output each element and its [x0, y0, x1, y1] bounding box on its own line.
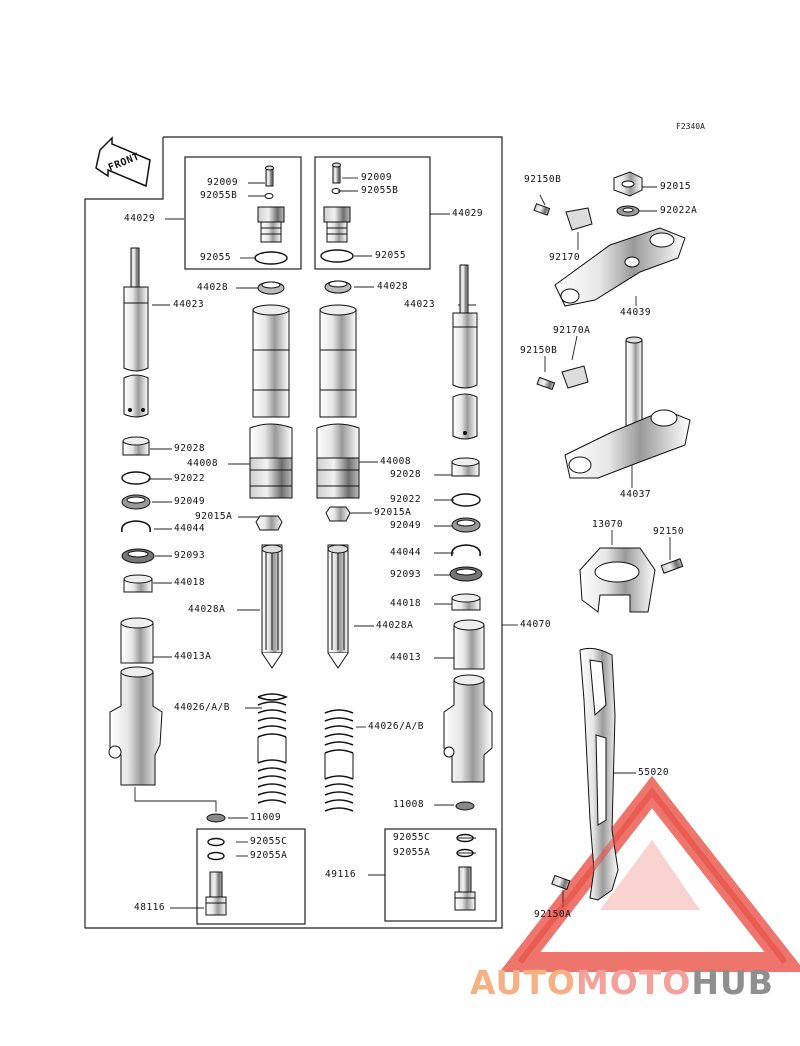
valve-right [454, 801, 476, 911]
label-92049-right: 92049 [390, 520, 422, 531]
label-44029-right: 44029 [452, 208, 484, 219]
label-92049-left: 92049 [174, 496, 206, 507]
seal-stack-right [449, 457, 483, 611]
seal-stack-left [120, 436, 155, 593]
damper-column-right [316, 280, 360, 669]
label-92015a-right: 92015A [374, 507, 412, 518]
label-92028-left: 92028 [174, 443, 206, 454]
label-92170-top: 92170 [549, 252, 581, 263]
main-frame [84, 136, 503, 929]
label-92150b-mid: 92150B [520, 345, 558, 356]
label-92028-right: 92028 [390, 469, 422, 480]
watermark-triangle-front [517, 787, 788, 964]
label-55020: 55020 [638, 767, 670, 778]
label-44044-right: 44044 [390, 547, 422, 558]
label-44037: 44037 [620, 489, 652, 500]
label-92150-clamp: 92150 [653, 526, 685, 537]
outer-slider-right [443, 619, 493, 783]
label-44018-right: 44018 [390, 598, 422, 609]
label-92093-left: 92093 [174, 550, 206, 561]
label-92009-left: 92009 [207, 177, 239, 188]
label-44023-right: 44023 [404, 299, 436, 310]
label-92055c-left: 92055C [250, 836, 288, 847]
top-clamp-assembly [533, 171, 686, 307]
label-92055c-right: 92055C [393, 832, 431, 843]
label-92055-right: 92055 [375, 250, 407, 261]
watermark-part-3: HUB [691, 963, 774, 1002]
label-48116: 48116 [134, 902, 166, 913]
fork-tube-right [452, 264, 478, 440]
label-92150b-top: 92150B [524, 174, 562, 185]
label-92093-right: 92093 [390, 569, 422, 580]
label-44070: 44070 [520, 619, 552, 630]
label-92055a-right: 92055A [393, 847, 431, 858]
steering-stem-assembly [536, 336, 691, 479]
label-44029-left: 44029 [124, 213, 156, 224]
watermark-part-2: MOTO [575, 963, 692, 1002]
label-92009-right: 92009 [361, 172, 393, 183]
label-92022a-top: 92022A [660, 205, 698, 216]
label-92022-right: 92022 [390, 494, 422, 505]
label-92022-left: 92022 [174, 473, 206, 484]
label-44026-right: 44026/A/B [368, 721, 424, 732]
label-11008-right: 11008 [393, 799, 425, 810]
fork-guard [551, 647, 619, 901]
label-44023-left: 44023 [173, 299, 205, 310]
label-92170a: 92170A [553, 325, 591, 336]
label-92015a-left: 92015A [195, 511, 233, 522]
label-44026-left: 44026/A/B [174, 702, 230, 713]
label-44013a-left: 44013A [174, 651, 212, 662]
label-44008-right: 44008 [380, 456, 412, 467]
outer-slider-left [108, 617, 163, 786]
label-92015-top: 92015 [660, 181, 692, 192]
label-92150a-guard: 92150A [534, 909, 572, 920]
label-92055b-left: 92055B [200, 190, 238, 201]
watermark-part-1: AUTO [470, 963, 576, 1002]
label-92055b-right: 92055B [361, 185, 399, 196]
label-44008-left: 44008 [187, 458, 219, 469]
spring-right [324, 709, 354, 812]
damper-column-left [249, 281, 293, 669]
label-44028a-left: 44028A [188, 604, 226, 615]
label-44013-right: 44013 [390, 652, 422, 663]
fork-tube-left [123, 247, 149, 418]
figure-id: F2340A [676, 122, 705, 131]
fork-cap-left [254, 165, 288, 265]
label-11009-left: 11009 [250, 812, 282, 823]
label-44028-left: 44028 [197, 282, 229, 293]
fork-cap-right [320, 162, 354, 263]
label-44018-left: 44018 [174, 577, 206, 588]
label-44039: 44039 [620, 307, 652, 318]
watermark-text: AUTOMOTOHUB [470, 963, 774, 1002]
cap-boxes [184, 156, 431, 270]
label-44028a-right: 44028A [376, 620, 414, 631]
label-92055-left: 92055 [200, 252, 232, 263]
label-92055a-left: 92055A [250, 850, 288, 861]
label-44028-right: 44028 [377, 281, 409, 292]
label-44044-left: 44044 [174, 523, 206, 534]
handlebar-clamp [579, 547, 684, 613]
spring-left [257, 693, 289, 804]
valve-left [205, 813, 227, 916]
label-49116: 49116 [325, 869, 357, 880]
front-arrow-icon [95, 136, 151, 188]
label-13070: 13070 [592, 519, 624, 530]
